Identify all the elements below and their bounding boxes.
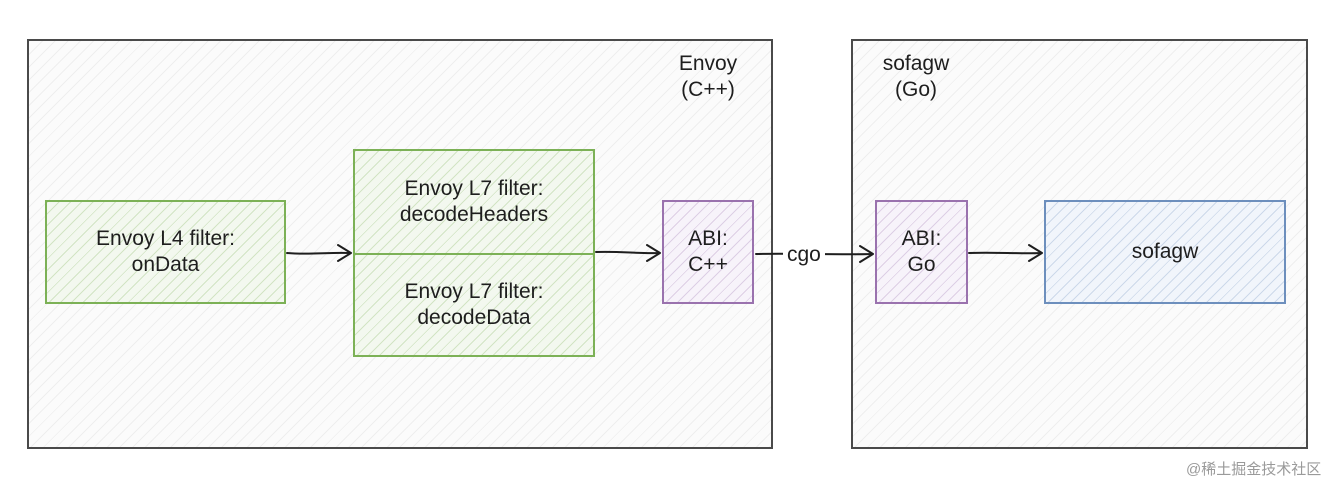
- arrow-l7-to-abi-cpp: [595, 250, 660, 255]
- abi-go-line1: ABI:: [901, 227, 942, 250]
- envoy-container-title: Envoy (C++): [650, 51, 766, 103]
- arrow-abi-go-to-sofagw: [968, 251, 1042, 255]
- envoy-title-line1: Envoy: [678, 52, 738, 75]
- l7-headers-line1: Envoy L7 filter:: [404, 177, 544, 200]
- arrowhead-abi-cpp-to-abi-go: [859, 245, 874, 263]
- sofagw-container-title: sofagw (Go): [858, 51, 974, 103]
- watermark: @稀土掘金技术社区: [1186, 461, 1322, 478]
- sofagw-box: sofagw: [1044, 200, 1286, 304]
- l7-decode-data-box: Envoy L7 filter: decodeData: [353, 253, 595, 357]
- cgo-edge-label: cgo: [783, 242, 825, 268]
- l7-data-line2: decodeData: [417, 306, 531, 329]
- abi-cpp-line2: C++: [688, 253, 728, 276]
- l7-data-line1: Envoy L7 filter:: [404, 280, 544, 303]
- l7-headers-line2: decodeHeaders: [399, 203, 549, 226]
- l4-filter-line2: onData: [131, 253, 200, 276]
- abi-go-box: ABI: Go: [875, 200, 968, 304]
- arrowhead-l7-to-abi-cpp: [646, 244, 661, 262]
- arrowhead-l4-to-l7: [337, 244, 352, 262]
- abi-cpp-line1: ABI:: [688, 227, 728, 250]
- sofagw-title-line2: (Go): [895, 78, 937, 101]
- l4-filter-box: Envoy L4 filter: onData: [45, 200, 286, 304]
- arrowhead-abi-go-to-sofagw: [1028, 244, 1043, 262]
- abi-cpp-box: ABI: C++: [662, 200, 754, 304]
- l4-filter-line1: Envoy L4 filter:: [96, 227, 235, 250]
- abi-go-line2: Go: [907, 253, 936, 276]
- arrow-l4-to-l7: [286, 251, 351, 255]
- sofagw-title-line1: sofagw: [882, 52, 950, 75]
- envoy-title-line2: (C++): [681, 78, 735, 101]
- sofagw-box-label: sofagw: [1131, 240, 1199, 263]
